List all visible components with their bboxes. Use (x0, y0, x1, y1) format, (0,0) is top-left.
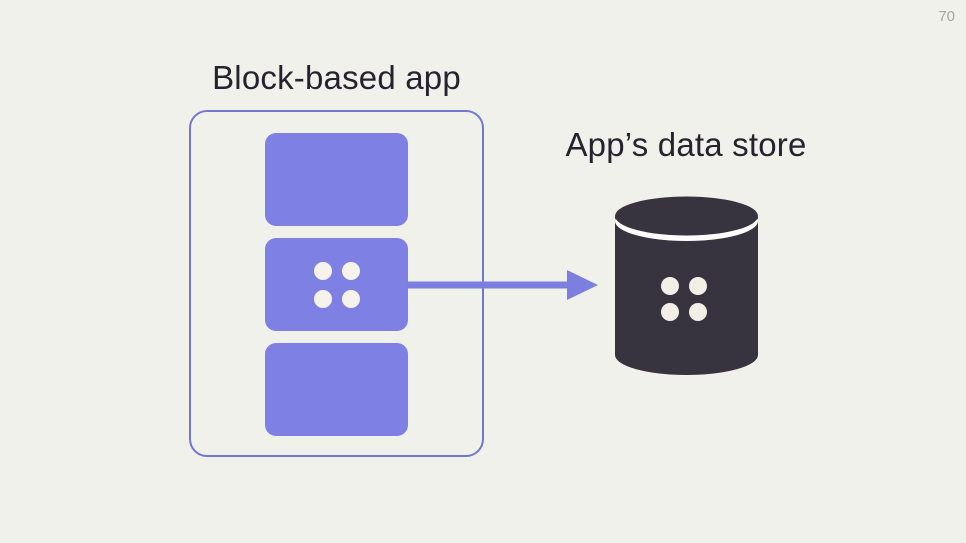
database-icon (615, 196, 758, 375)
data-store-title: App’s data store (565, 126, 807, 163)
data-flow-arrow-icon (406, 270, 598, 300)
app-block-bottom (265, 343, 408, 436)
app-outline-box (189, 110, 484, 457)
block-app-title: Block-based app (212, 59, 461, 96)
page-number: 70 (938, 8, 955, 25)
database-dots-icon (661, 277, 707, 321)
app-block-top (265, 133, 408, 226)
app-block-middle (265, 238, 408, 331)
block-dots-icon (313, 261, 360, 308)
